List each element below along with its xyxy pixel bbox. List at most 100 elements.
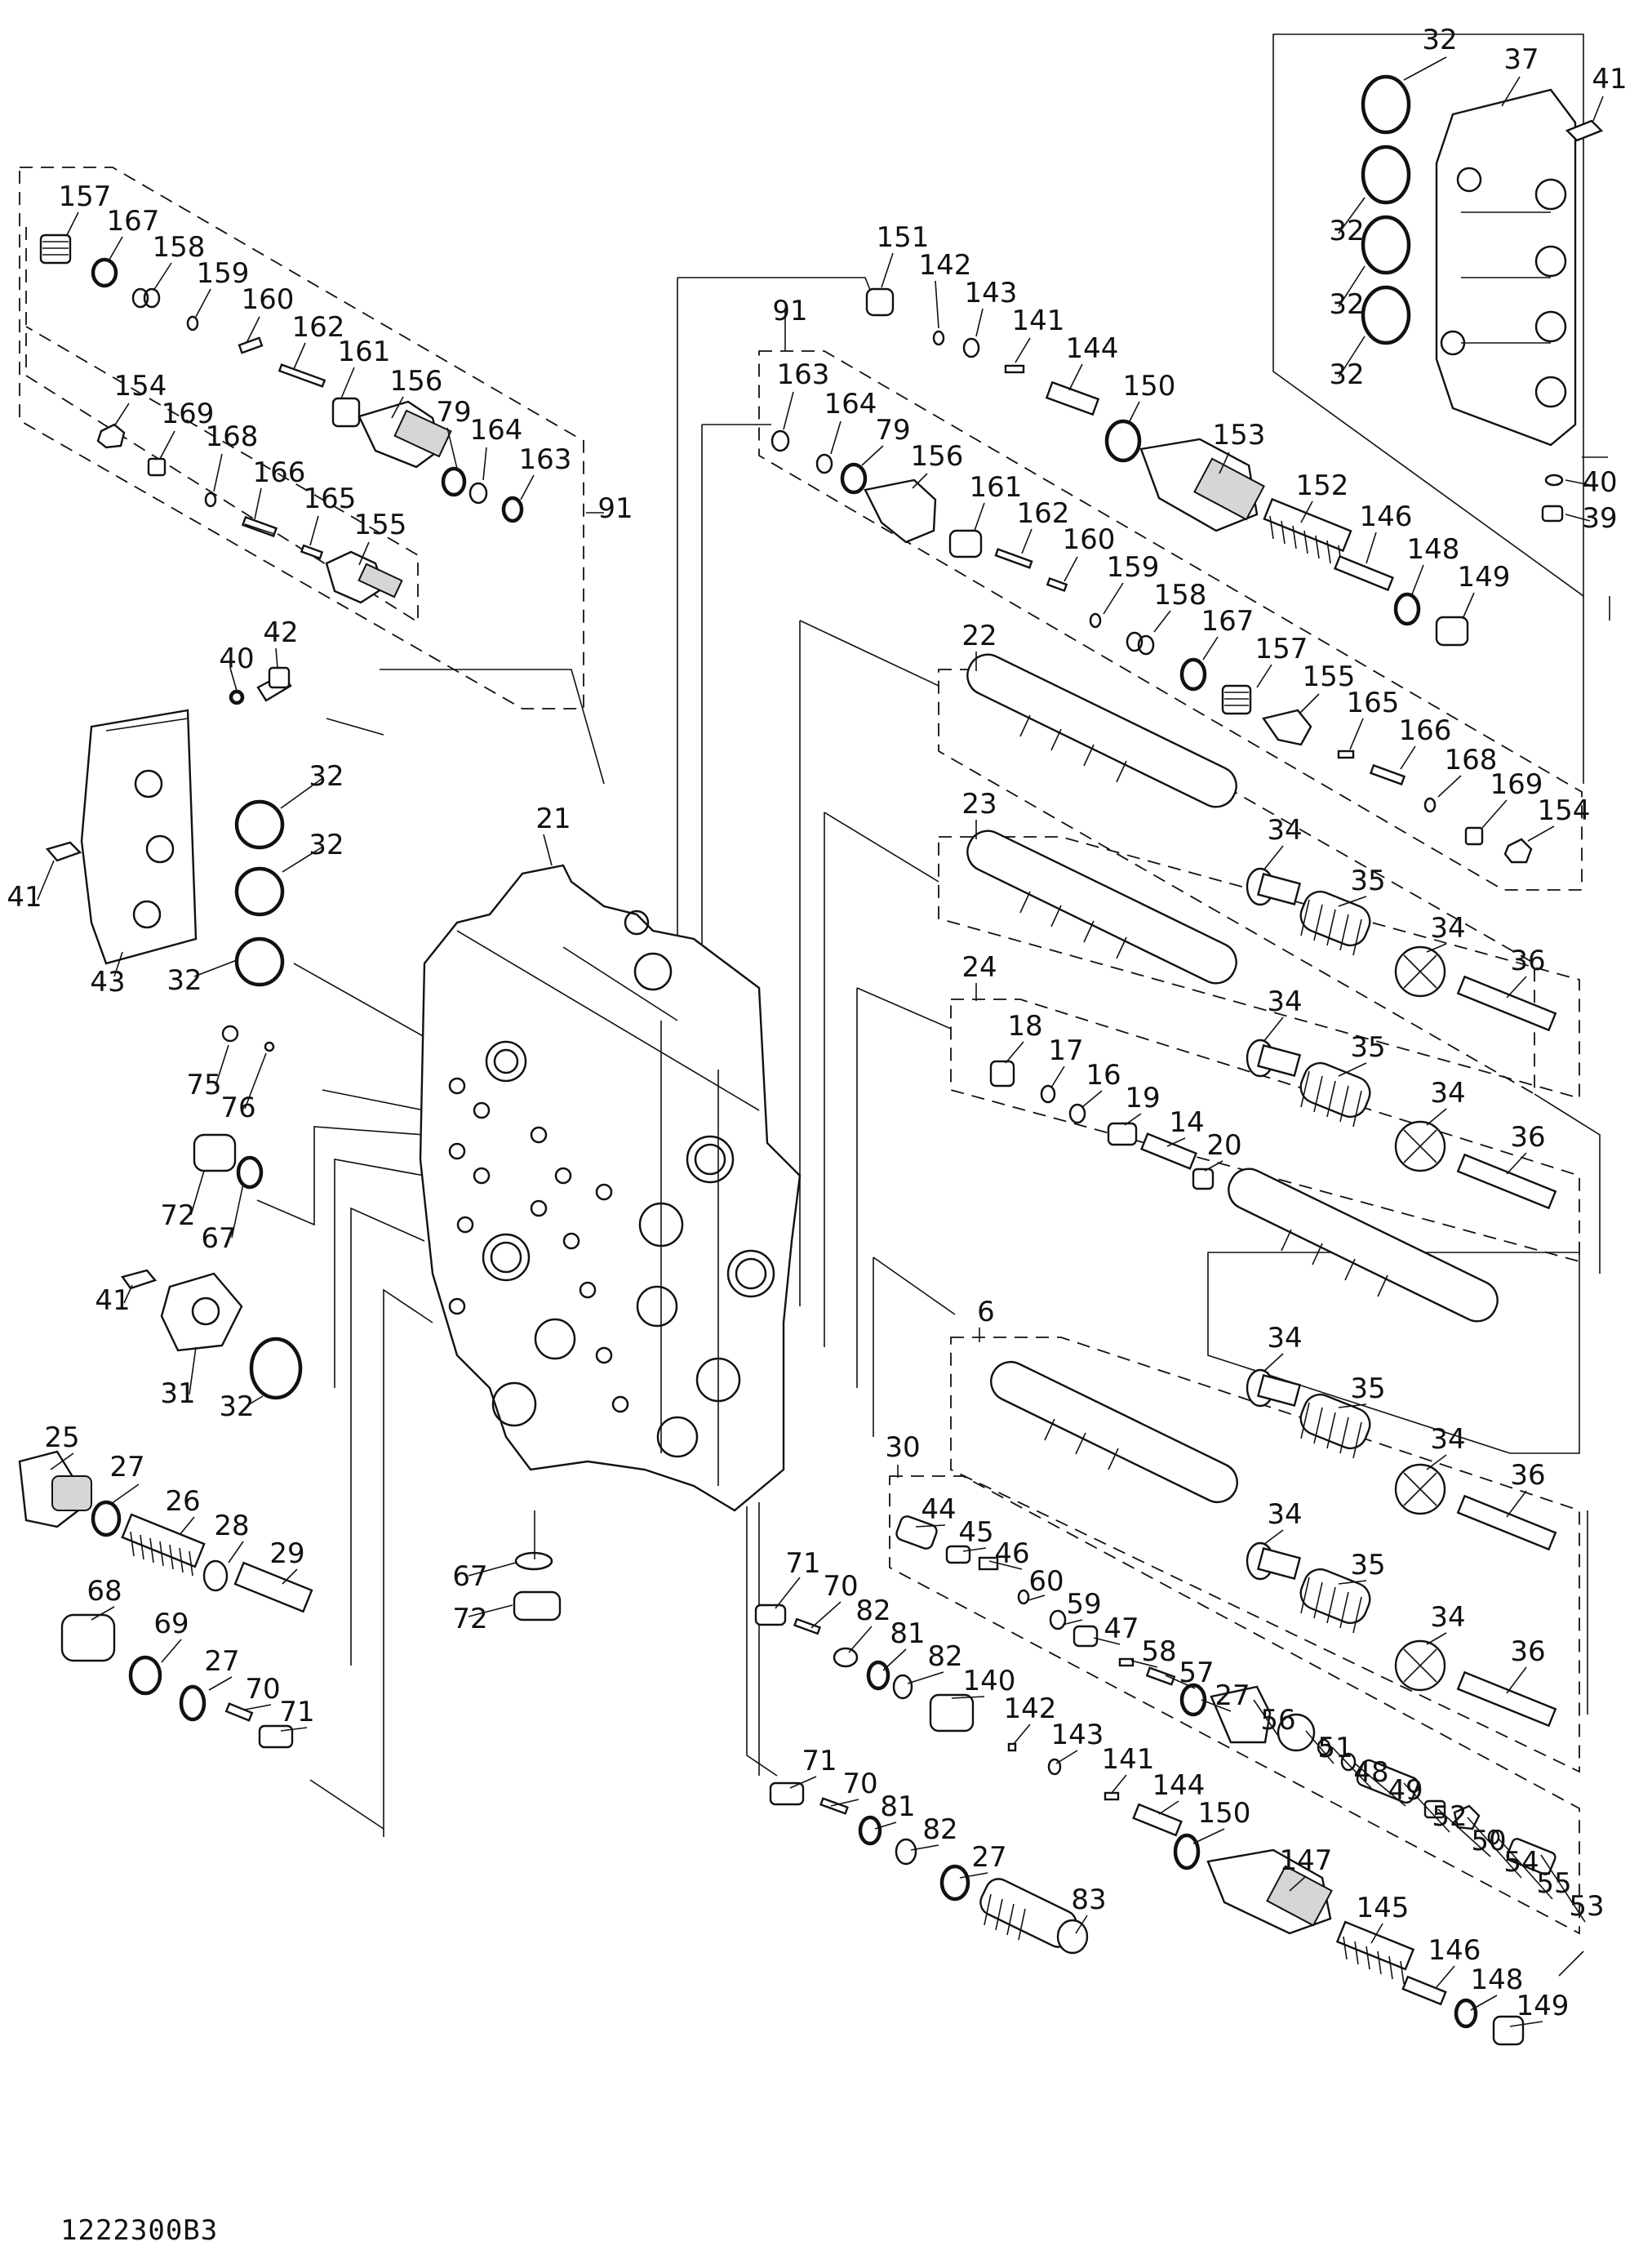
drawing-code: 1222300B3	[60, 2214, 219, 2247]
part-callout-163: 163	[777, 358, 830, 391]
part-callout-71: 71	[802, 1745, 837, 1777]
part-callout-32: 32	[1329, 358, 1364, 391]
part-callout-35: 35	[1350, 1372, 1385, 1405]
part-callout-161: 161	[970, 471, 1023, 504]
part-callout-58: 58	[1141, 1635, 1176, 1668]
part-callout-143: 143	[1051, 1719, 1104, 1751]
part-callout-53: 53	[1569, 1890, 1604, 1923]
part-callout-165: 165	[304, 483, 357, 515]
part-callout-42: 42	[263, 616, 298, 649]
part-callout-26: 26	[165, 1485, 200, 1518]
part-callout-157: 157	[1255, 633, 1308, 665]
part-callout-154: 154	[1538, 794, 1591, 827]
part-callout-41: 41	[7, 881, 42, 914]
part-callout-32: 32	[1329, 215, 1364, 247]
part-callout-37: 37	[1503, 43, 1539, 76]
part-callout-32: 32	[309, 829, 344, 861]
part-callout-76: 76	[220, 1092, 255, 1124]
part-callout-155: 155	[1303, 661, 1356, 693]
part-callout-153: 153	[1213, 419, 1266, 451]
part-callout-27: 27	[204, 1645, 239, 1678]
part-callout-167: 167	[107, 205, 160, 238]
part-callout-164: 164	[470, 414, 523, 447]
part-callout-69: 69	[153, 1608, 189, 1640]
part-callout-36: 36	[1510, 945, 1545, 977]
part-callout-41: 41	[1592, 63, 1627, 96]
part-callout-34: 34	[1267, 1498, 1302, 1531]
relief-valve-assembly-right	[770, 287, 1533, 864]
part-callout-34: 34	[1430, 1601, 1465, 1634]
part-callout-60: 60	[1028, 1565, 1064, 1598]
part-callout-56: 56	[1260, 1704, 1295, 1737]
part-callout-50: 50	[1471, 1825, 1506, 1857]
part-callout-144: 144	[1152, 1769, 1206, 1802]
part-callout-70: 70	[823, 1570, 858, 1603]
part-callout-35: 35	[1350, 865, 1385, 897]
part-callout-49: 49	[1388, 1774, 1423, 1807]
part-callout-59: 59	[1066, 1588, 1101, 1621]
part-callout-23: 23	[961, 788, 997, 821]
part-callout-67: 67	[452, 1560, 487, 1593]
part-callout-160: 160	[1063, 523, 1116, 556]
part-callout-32: 32	[1422, 24, 1457, 56]
main-valve-body	[419, 864, 802, 1512]
part-callout-28: 28	[214, 1510, 249, 1542]
part-callout-40: 40	[1582, 466, 1617, 499]
part-callout-27: 27	[971, 1841, 1006, 1874]
part-callout-22: 22	[961, 620, 997, 652]
part-callout-160: 160	[242, 283, 295, 316]
part-callout-148: 148	[1407, 533, 1460, 566]
part-callout-155: 155	[354, 509, 407, 541]
part-callout-149: 149	[1458, 561, 1511, 594]
part-callout-72: 72	[452, 1603, 487, 1635]
part-callout-159: 159	[197, 257, 250, 290]
part-callout-169: 169	[1490, 768, 1543, 801]
lower-right-components	[754, 1515, 1557, 2046]
part-callout-167: 167	[1201, 605, 1255, 638]
part-callout-45: 45	[958, 1516, 993, 1549]
part-callout-39: 39	[1582, 502, 1617, 535]
part-callout-146: 146	[1428, 1934, 1481, 1967]
part-callout-31: 31	[160, 1377, 195, 1410]
part-callout-19: 19	[1125, 1082, 1160, 1114]
part-callout-152: 152	[1296, 469, 1349, 502]
part-callout-32: 32	[309, 760, 344, 793]
relief-valve-assembly-left	[39, 234, 524, 604]
part-callout-148: 148	[1471, 1964, 1524, 1996]
part-callout-149: 149	[1517, 1990, 1570, 2022]
part-callout-142: 142	[919, 249, 972, 282]
part-callout-34: 34	[1267, 1322, 1302, 1354]
part-callout-35: 35	[1350, 1031, 1385, 1064]
top-right-cover	[1361, 74, 1604, 523]
part-callout-32: 32	[1329, 288, 1364, 321]
part-callout-156: 156	[390, 365, 443, 398]
part-callout-54: 54	[1503, 1846, 1539, 1879]
part-callout-164: 164	[824, 388, 877, 420]
part-callout-30: 30	[885, 1431, 920, 1464]
part-callout-71: 71	[785, 1547, 820, 1580]
part-callout-91: 91	[772, 295, 807, 327]
spool-assemblies	[966, 653, 1557, 1728]
part-callout-67: 67	[201, 1222, 236, 1255]
part-callout-40: 40	[219, 643, 254, 675]
part-callout-154: 154	[114, 370, 167, 403]
part-callout-79: 79	[875, 414, 910, 447]
part-callout-43: 43	[90, 966, 125, 999]
part-callout-82: 82	[922, 1813, 957, 1846]
part-callout-51: 51	[1317, 1732, 1352, 1764]
part-callout-162: 162	[1017, 497, 1070, 530]
part-callout-34: 34	[1267, 814, 1302, 847]
part-callout-34: 34	[1430, 1423, 1465, 1456]
part-callout-141: 141	[1012, 305, 1065, 337]
part-callout-156: 156	[911, 440, 964, 473]
part-callout-166: 166	[253, 456, 306, 489]
part-callout-72: 72	[160, 1199, 195, 1232]
part-callout-36: 36	[1510, 1459, 1545, 1492]
left-side-components	[18, 666, 562, 1749]
part-callout-168: 168	[206, 420, 259, 453]
part-callout-140: 140	[963, 1665, 1016, 1697]
part-callout-166: 166	[1399, 714, 1452, 747]
part-callout-46: 46	[994, 1537, 1029, 1570]
part-callout-52: 52	[1432, 1800, 1467, 1833]
